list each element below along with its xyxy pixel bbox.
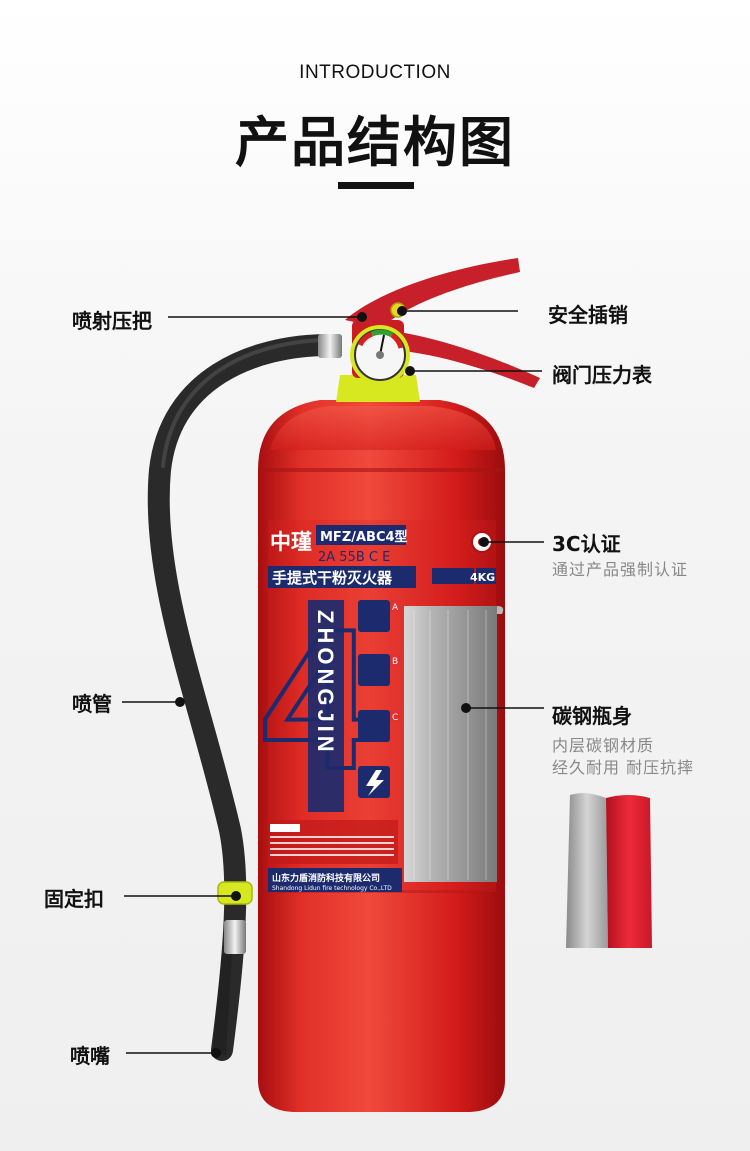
- steel-cutaway: [404, 606, 497, 882]
- label-3c-cert: 3C认证: [552, 532, 621, 556]
- label-fixing-clip: 固定扣: [44, 887, 104, 911]
- hose: [147, 334, 341, 1061]
- section-eyebrow: INTRODUCTION: [299, 62, 451, 83]
- brand-text: 中瑾: [270, 530, 312, 554]
- steel-sample: [566, 793, 652, 948]
- svg-text:A: A: [392, 603, 399, 613]
- svg-text:B: B: [392, 657, 398, 667]
- company-en: Shandong Lidun fire technology Co.,LTD: [272, 885, 392, 892]
- model-text: MFZ/ABC4型: [320, 529, 408, 545]
- rating-text: 2A 55B C E: [318, 550, 390, 565]
- label-steel-desc-1: 内层碳钢材质: [552, 736, 655, 755]
- label-nozzle: 喷嘴: [70, 1044, 110, 1068]
- bottom-lever: [385, 330, 540, 388]
- product-name-text: 手提式干粉灭火器: [272, 569, 393, 587]
- label-hose: 喷管: [72, 692, 112, 716]
- capacity-text: 4KG: [470, 571, 495, 584]
- company-cn: 山东力盾消防科技有限公司: [272, 872, 380, 884]
- svg-text:C: C: [392, 713, 398, 723]
- top-lever: [345, 258, 520, 328]
- page-title: 产品结构图: [235, 111, 515, 174]
- label-steel-desc-2: 经久耐用 耐压抗摔: [552, 758, 695, 777]
- label-3c-desc: 通过产品强制认证: [552, 560, 689, 579]
- label-steel-body: 碳钢瓶身: [552, 704, 632, 728]
- title-underline: [338, 182, 414, 189]
- class-icons: A B C: [358, 600, 402, 798]
- vertical-brand: ZHONGJIN: [313, 610, 338, 756]
- label-spray-handle: 喷射压把: [72, 309, 152, 333]
- label-valve-gauge: 阀门压力表: [552, 363, 652, 387]
- label-safety-pin: 安全插销: [548, 303, 628, 327]
